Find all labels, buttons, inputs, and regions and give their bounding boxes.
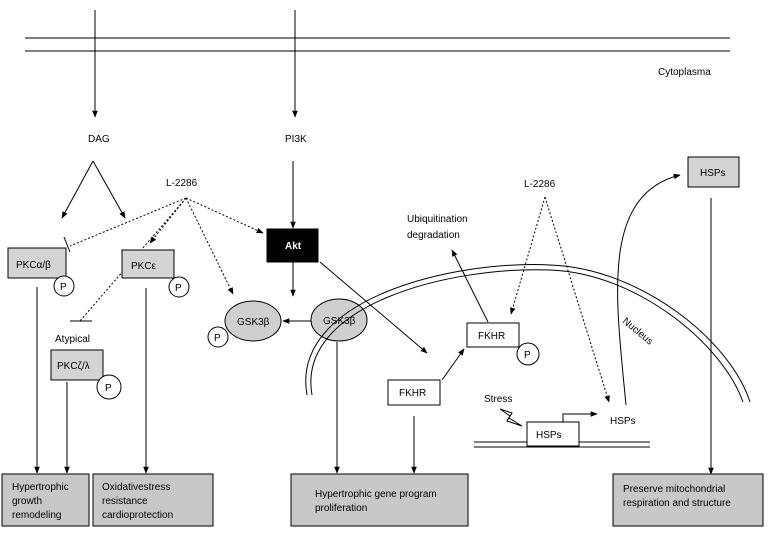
arrow-akt-to-fkhr	[319, 261, 428, 354]
pkc-alpha-beta-box	[7, 247, 67, 279]
gsk3b-label: GSK3β	[323, 316, 356, 327]
arrow-l2286-to-akt	[185, 197, 264, 234]
nucleus-label: Nucleus	[620, 316, 655, 348]
arrow-hsps-export	[617, 173, 681, 406]
outcome4-line2: respiration and structure	[623, 498, 731, 509]
outcome1-line1: Hypertrophic	[12, 482, 69, 493]
outcome2-line2: resistance	[102, 496, 148, 507]
outcome3-line2: proliferation	[315, 503, 367, 514]
hsps-nuclear-label: HSPs	[610, 416, 636, 427]
hsps-gene-label: HSPs	[536, 430, 562, 441]
ubiquitination-label: Ubiquitination	[407, 214, 468, 225]
fkhr-phospho-box	[466, 322, 520, 348]
gsk3b-ellipse	[310, 298, 368, 342]
outcome-hypertrophic-gene-box	[290, 473, 469, 527]
outcome4-line1: Preserve mitochondrial	[623, 484, 725, 495]
dag-label: DAG	[88, 134, 110, 145]
phospho-label: P	[214, 333, 221, 344]
phospho-label: P	[60, 282, 67, 293]
arrow-fkhr-to-ubiquitination	[451, 249, 489, 323]
outcome3-line1: Hypertrophic gene program	[315, 489, 437, 500]
arrow-l2286-to-hsps	[544, 196, 610, 403]
outcome-cardioprotection-box	[92, 473, 214, 527]
outcome-hypertrophic-growth-box	[1, 473, 90, 527]
fkhr-phospho-label: FKHR	[478, 331, 505, 342]
gsk3b-phospho-ellipse	[224, 300, 282, 342]
pkc-alpha-beta-phospho	[53, 275, 75, 297]
l2286-left-label: L-2286	[166, 178, 198, 189]
akt-box	[266, 228, 319, 263]
hsps-top-box	[687, 156, 740, 188]
gsk3b-phospho	[207, 326, 229, 348]
inhibit-pkcab-bar	[63, 236, 71, 253]
outcome-mitochondrial-box	[612, 473, 764, 527]
akt-label: Akt	[285, 241, 302, 252]
degradation-label: degradation	[407, 230, 460, 241]
transcription-arrow	[562, 411, 598, 422]
pkc-alpha-beta-label: PKCα/β	[16, 260, 51, 271]
pkc-zeta-lambda-phospho	[96, 374, 122, 400]
fkhr-box	[387, 379, 441, 406]
arrow-fkhr-export	[441, 348, 465, 381]
cytoplasma-label: Cytoplasma	[658, 67, 711, 78]
arrow-l2286-to-gsk3b	[185, 197, 234, 295]
arrow-dag-to-pkce	[92, 160, 126, 219]
pkc-zeta-lambda-label: PKCζ/λ	[57, 361, 90, 372]
inhibit-pkcab-line	[69, 197, 187, 247]
l2286-right-label: L-2286	[524, 179, 556, 190]
nuclear-envelope-inner	[310, 269, 744, 403]
stress-lightning-icon	[499, 408, 523, 427]
pkc-epsilon-label: PKCε	[131, 261, 157, 272]
gsk3b-phospho-label: GSK3β	[237, 317, 270, 328]
hsps-gene-box	[526, 421, 580, 447]
outcome1-line3: remodeling	[12, 510, 61, 521]
fkhr-label: FKHR	[399, 388, 426, 399]
atypical-label: Atypical	[55, 334, 90, 345]
pkc-epsilon-phospho	[168, 276, 190, 298]
outcome2-line1: Oxidativestress	[102, 482, 170, 493]
outcome2-line3: cardioprotection	[102, 510, 173, 521]
phospho-label: P	[105, 383, 112, 394]
outcome1-line2: growth	[12, 496, 42, 507]
stress-label: Stress	[484, 394, 512, 405]
phospho-label: P	[175, 283, 182, 294]
pi3k-label: PI3K	[285, 134, 307, 145]
arrow-dag-to-pkcab	[61, 160, 94, 219]
pkc-epsilon-box	[121, 249, 175, 279]
arrow-l2286-to-fkhr	[510, 196, 546, 315]
nuclear-envelope-outer	[305, 264, 751, 403]
hsps-top-label: HSPs	[700, 168, 726, 179]
fkhr-phospho	[516, 342, 540, 366]
pkc-zeta-lambda-box	[50, 349, 104, 381]
phospho-label: P	[524, 350, 531, 361]
